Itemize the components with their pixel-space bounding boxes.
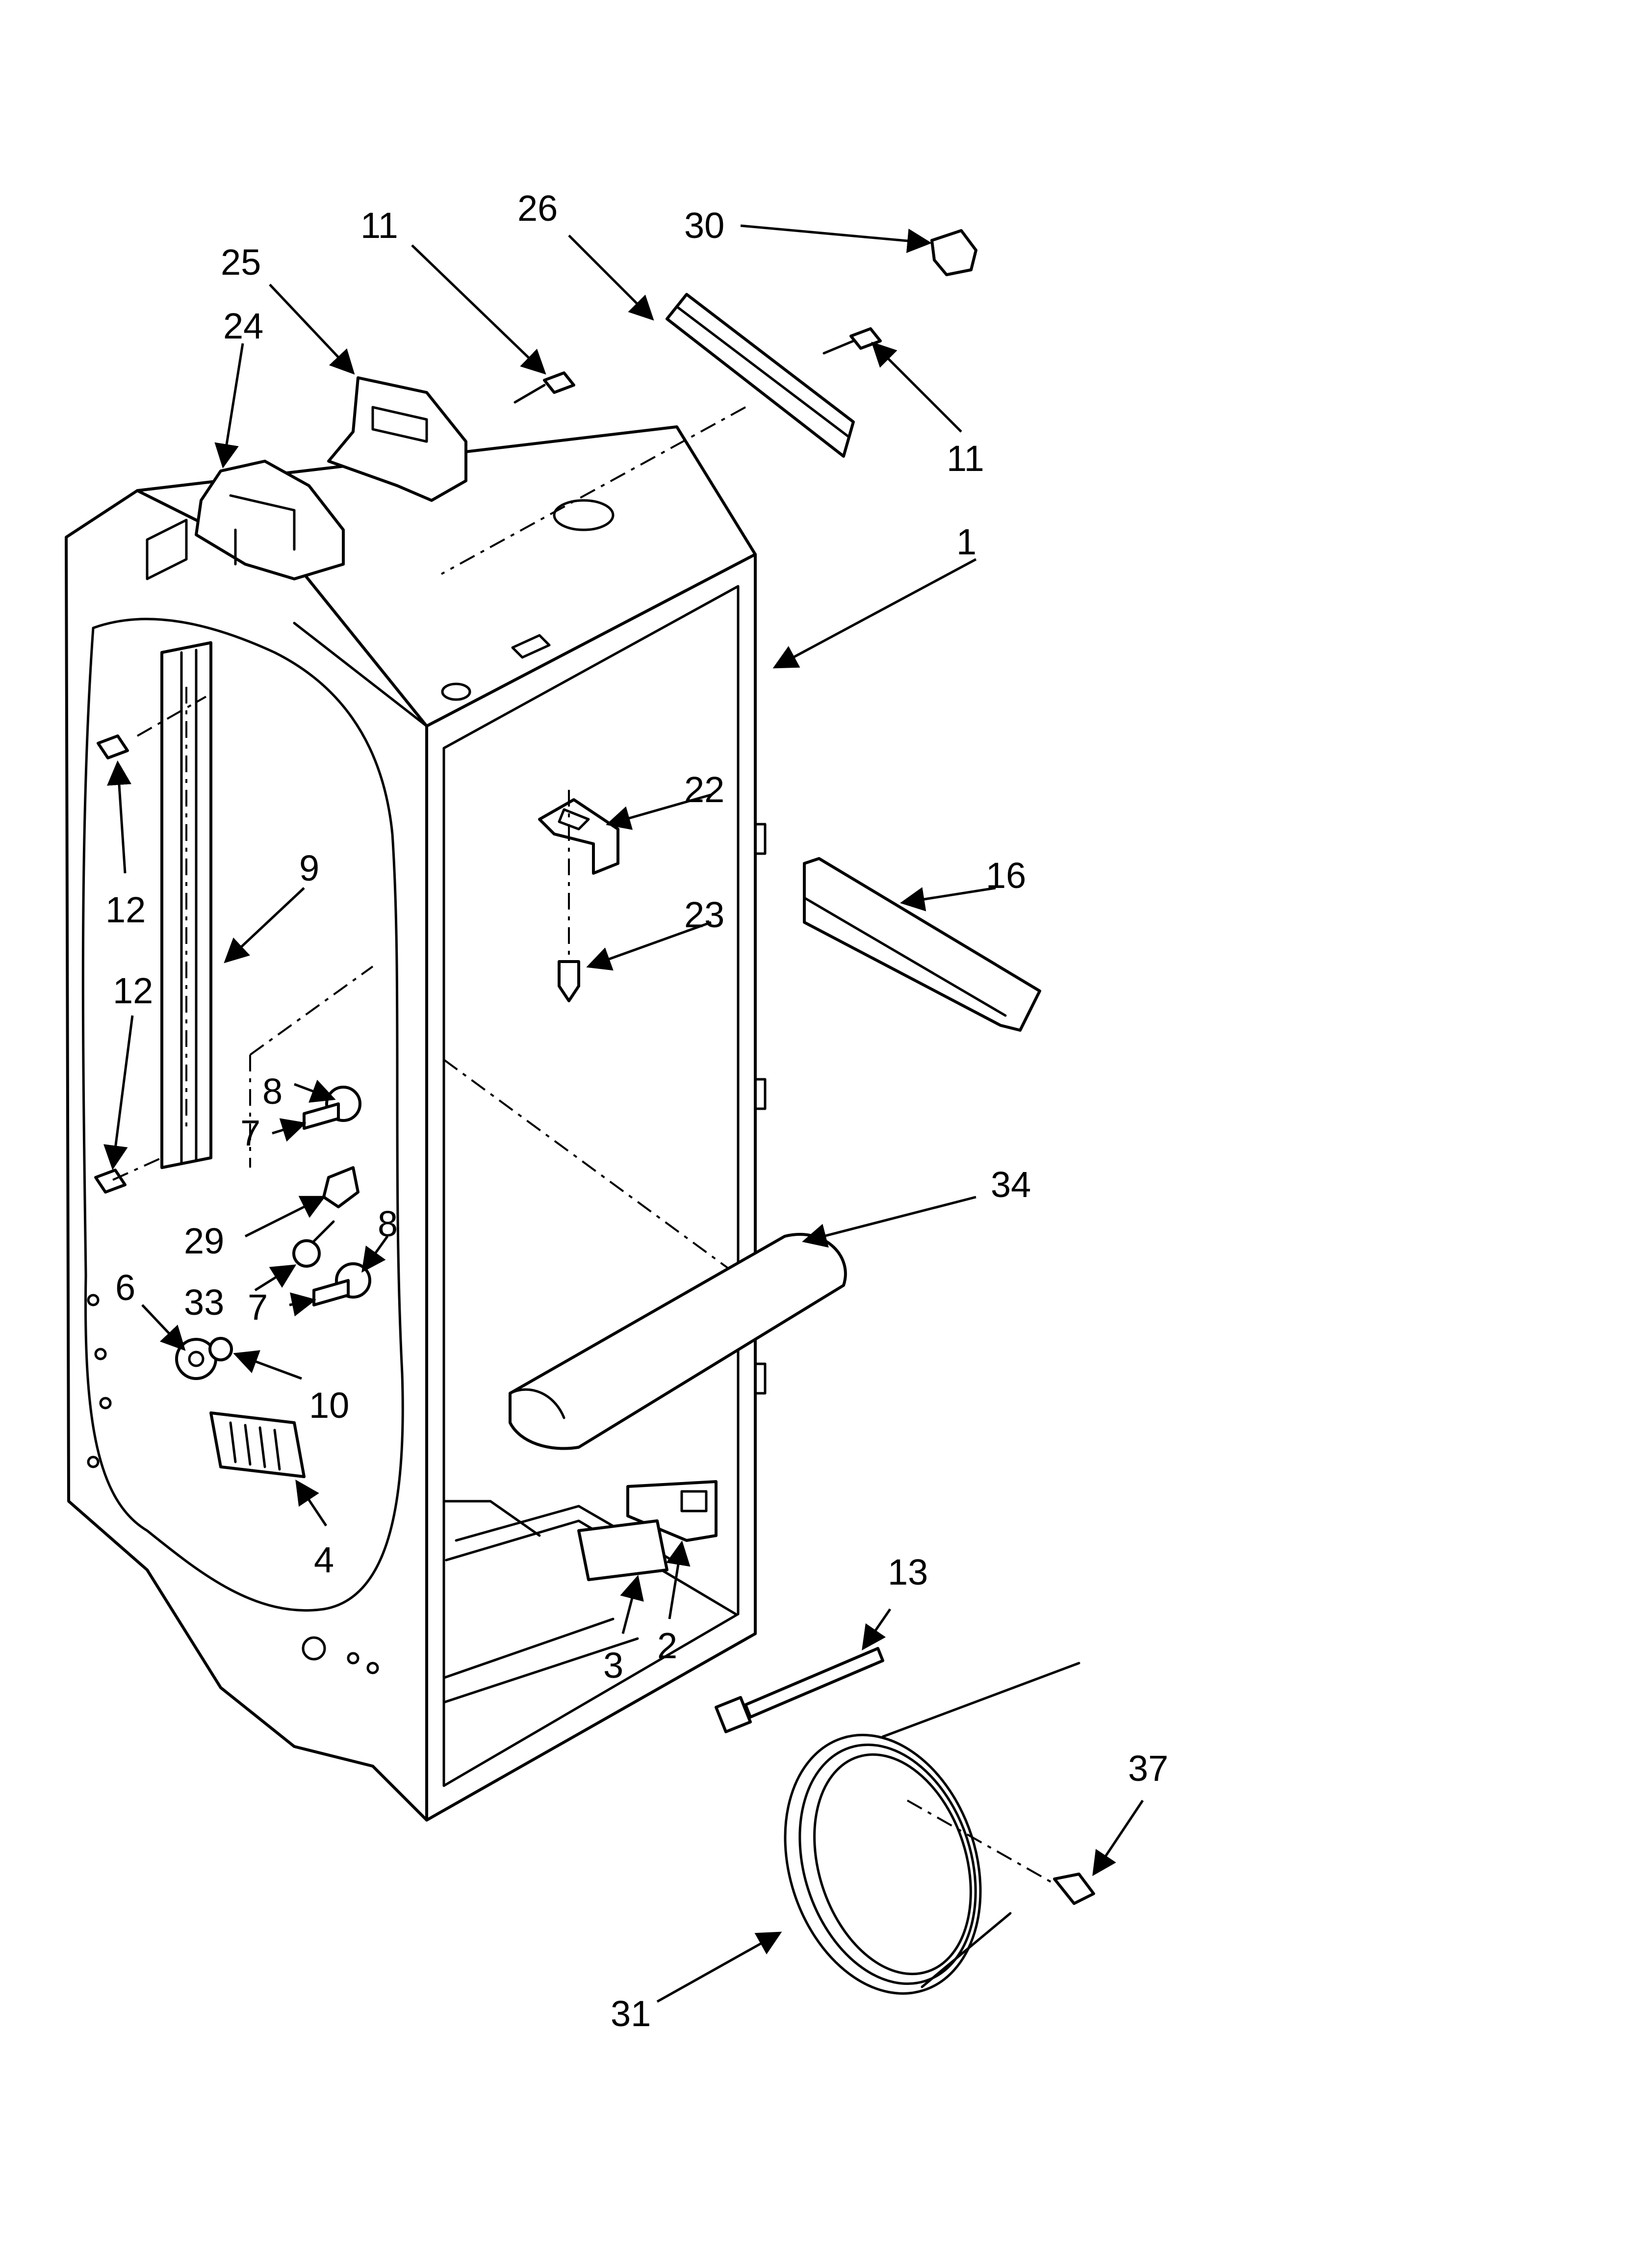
water-tubing-coil — [784, 1662, 1080, 1995]
shelf-support — [803, 857, 1041, 1032]
callout-23: 23 — [684, 894, 724, 935]
callout-30: 30 — [684, 205, 724, 246]
callout-25: 25 — [221, 242, 261, 283]
callout-6: 6 — [115, 1267, 135, 1308]
callout-11-top-left: 11 — [360, 205, 398, 246]
callout-29: 29 — [184, 1221, 224, 1261]
callout-3: 3 — [603, 1645, 623, 1686]
bottom-bracket-3 — [577, 1519, 668, 1581]
callout-13: 13 — [888, 1552, 928, 1592]
callout-9: 9 — [299, 848, 319, 888]
callout-1: 1 — [956, 521, 976, 562]
light-bulb — [292, 1220, 335, 1268]
mounting-bracket — [538, 790, 619, 962]
light-socket — [322, 1166, 359, 1208]
control-housing — [195, 460, 345, 580]
tubing-screw — [907, 1799, 1095, 1905]
callout-labels: 30 26 11 25 24 11 1 22 16 23 9 12 12 8 7… — [105, 188, 1168, 2034]
callout-8-upper: 8 — [262, 1071, 282, 1112]
callout-31: 31 — [611, 1993, 651, 2034]
callout-12-lower: 12 — [113, 970, 153, 1011]
callout-22: 22 — [684, 769, 724, 810]
callout-26: 26 — [517, 188, 558, 229]
callout-12-upper: 12 — [105, 889, 146, 930]
top-bracket — [327, 376, 467, 502]
bracket-screw — [558, 960, 580, 1002]
screw-top-right — [822, 327, 882, 355]
callout-24: 24 — [223, 306, 263, 346]
callout-34: 34 — [991, 1164, 1031, 1205]
callout-8-lower: 8 — [378, 1203, 398, 1244]
screw-top-left — [513, 371, 575, 404]
bottom-bracket-2 — [626, 1480, 718, 1542]
callout-2: 2 — [657, 1625, 677, 1666]
callout-11-top-right: 11 — [947, 438, 984, 479]
callout-7-lower: 7 — [248, 1287, 268, 1328]
clip — [930, 229, 977, 276]
callout-16: 16 — [986, 855, 1026, 896]
screw-left-lower — [94, 1169, 127, 1194]
screw-left-upper — [97, 734, 129, 759]
leader-lines — [103, 224, 1144, 2003]
top-channel — [441, 293, 855, 575]
callout-4: 4 — [314, 1539, 334, 1580]
callout-37: 37 — [1128, 1748, 1168, 1789]
knob-assembly — [175, 1337, 233, 1380]
callout-10: 10 — [309, 1385, 349, 1426]
callout-33: 33 — [184, 1282, 224, 1323]
cable-tie — [715, 1647, 884, 1733]
callout-7-upper: 7 — [240, 1113, 260, 1153]
vertical-shelf-rail — [160, 641, 212, 1169]
vent-grille — [209, 1411, 306, 1478]
